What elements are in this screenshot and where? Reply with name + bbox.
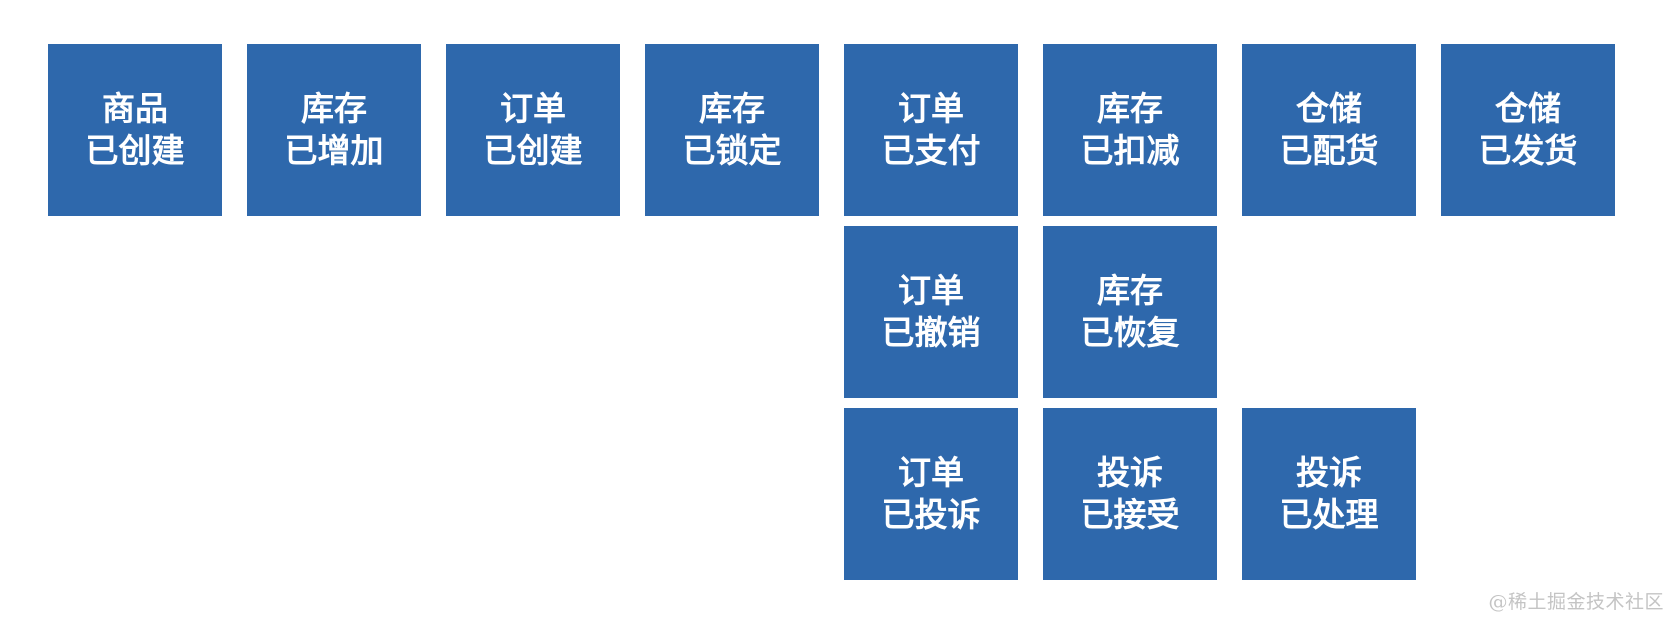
event-card-subject: 订单: [500, 90, 566, 127]
event-card-subject: 库存: [1097, 90, 1163, 127]
event-card-subject: 投诉: [1097, 454, 1163, 491]
event-card-order-cancelled: 订单 已撤销: [844, 226, 1018, 398]
event-card-state: 已投诉: [881, 496, 981, 533]
event-card-subject: 订单: [898, 90, 964, 127]
event-card-state: 已锁定: [682, 132, 782, 169]
event-card-order-complained: 订单 已投诉: [844, 408, 1018, 580]
event-card-inventory-restored: 库存 已恢复: [1043, 226, 1217, 398]
event-card-subject: 商品: [102, 90, 168, 127]
event-card-warehouse-shipped: 仓储 已发货: [1441, 44, 1615, 216]
event-card-state: 已恢复: [1080, 314, 1180, 351]
event-card-state: 已撤销: [881, 314, 981, 351]
event-card-complaint-accepted: 投诉 已接受: [1043, 408, 1217, 580]
event-card-state: 已增加: [284, 132, 384, 169]
event-card-state: 已创建: [483, 132, 583, 169]
event-card-order-paid: 订单 已支付: [844, 44, 1018, 216]
event-card-complaint-handled: 投诉 已处理: [1242, 408, 1416, 580]
event-card-state: 已支付: [881, 132, 981, 169]
event-card-state: 已处理: [1279, 496, 1379, 533]
event-card-subject: 仓储: [1495, 90, 1561, 127]
event-grid: 商品 已创建 库存 已增加 订单 已创建 库存 已锁定 订单 已支付 库存 已扣…: [48, 44, 1615, 580]
event-card-subject: 仓储: [1296, 90, 1362, 127]
event-card-subject: 库存: [301, 90, 367, 127]
event-card-state: 已发货: [1478, 132, 1578, 169]
event-card-inventory-locked: 库存 已锁定: [645, 44, 819, 216]
event-card-subject: 库存: [1097, 272, 1163, 309]
event-card-order-created: 订单 已创建: [446, 44, 620, 216]
event-card-subject: 投诉: [1296, 454, 1362, 491]
event-card-state: 已配货: [1279, 132, 1379, 169]
event-card-inventory-increased: 库存 已增加: [247, 44, 421, 216]
event-card-state: 已创建: [85, 132, 185, 169]
event-card-state: 已接受: [1080, 496, 1180, 533]
event-card-warehouse-allocated: 仓储 已配货: [1242, 44, 1416, 216]
event-card-subject: 订单: [898, 454, 964, 491]
watermark-text: @稀土掘金技术社区: [1488, 591, 1664, 613]
event-card-state: 已扣减: [1080, 132, 1180, 169]
event-card-inventory-deducted: 库存 已扣减: [1043, 44, 1217, 216]
event-card-subject: 订单: [898, 272, 964, 309]
event-card-subject: 库存: [699, 90, 765, 127]
event-card-product-created: 商品 已创建: [48, 44, 222, 216]
